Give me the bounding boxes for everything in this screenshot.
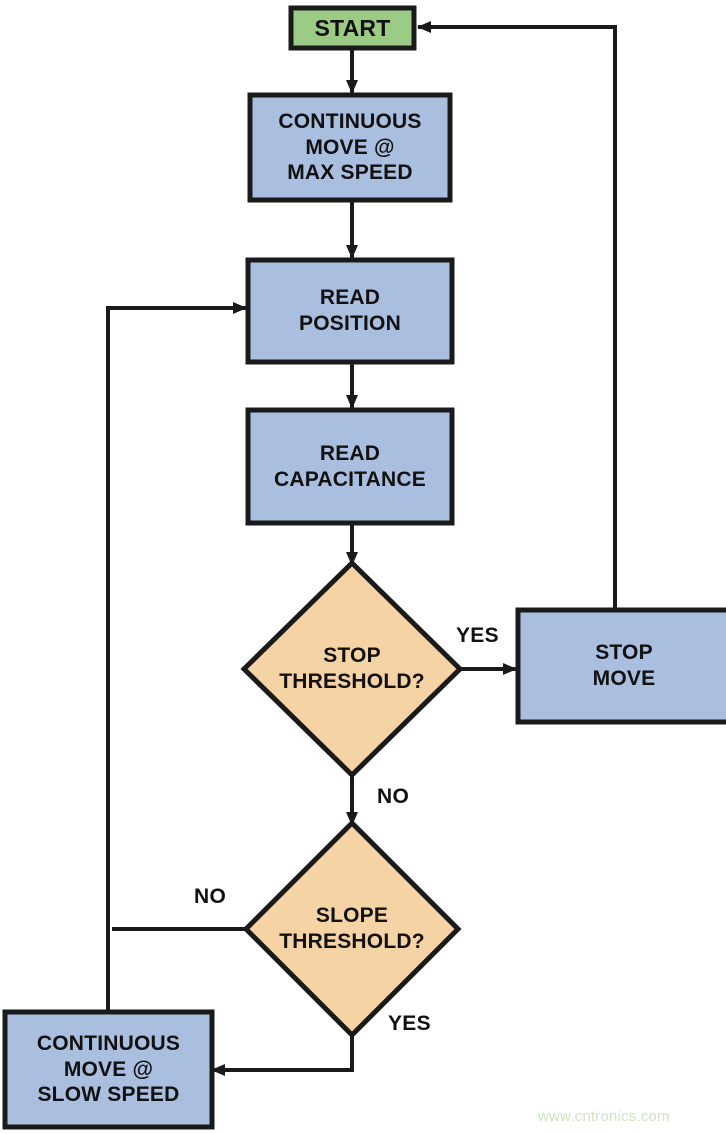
- edge-left-loop-up-to-read-position: [106, 302, 247, 929]
- watermark-text: www.cntronics.com: [538, 1108, 670, 1125]
- edge-stop-move-to-start: [417, 21, 617, 610]
- node-stop-move[interactable]: [515, 607, 726, 725]
- edge-label-slope-threshold-no: NO: [194, 885, 227, 908]
- edge-label-stop-threshold-yes: YES: [456, 624, 499, 647]
- node-read-position[interactable]: [245, 257, 455, 365]
- edge-label-stop-threshold-no: NO: [377, 785, 410, 808]
- node-slope-threshold[interactable]: [242, 819, 462, 1039]
- edge-slope-threshold-yes-to-continuous-slow: [211, 1035, 354, 1076]
- node-continuous-max[interactable]: [247, 92, 453, 203]
- edge-label-slope-threshold-yes: YES: [388, 1012, 431, 1035]
- node-read-capacitance[interactable]: [245, 407, 455, 526]
- node-continuous-slow[interactable]: [2, 1009, 215, 1130]
- node-stop-threshold[interactable]: [240, 559, 464, 779]
- node-start[interactable]: [288, 5, 417, 51]
